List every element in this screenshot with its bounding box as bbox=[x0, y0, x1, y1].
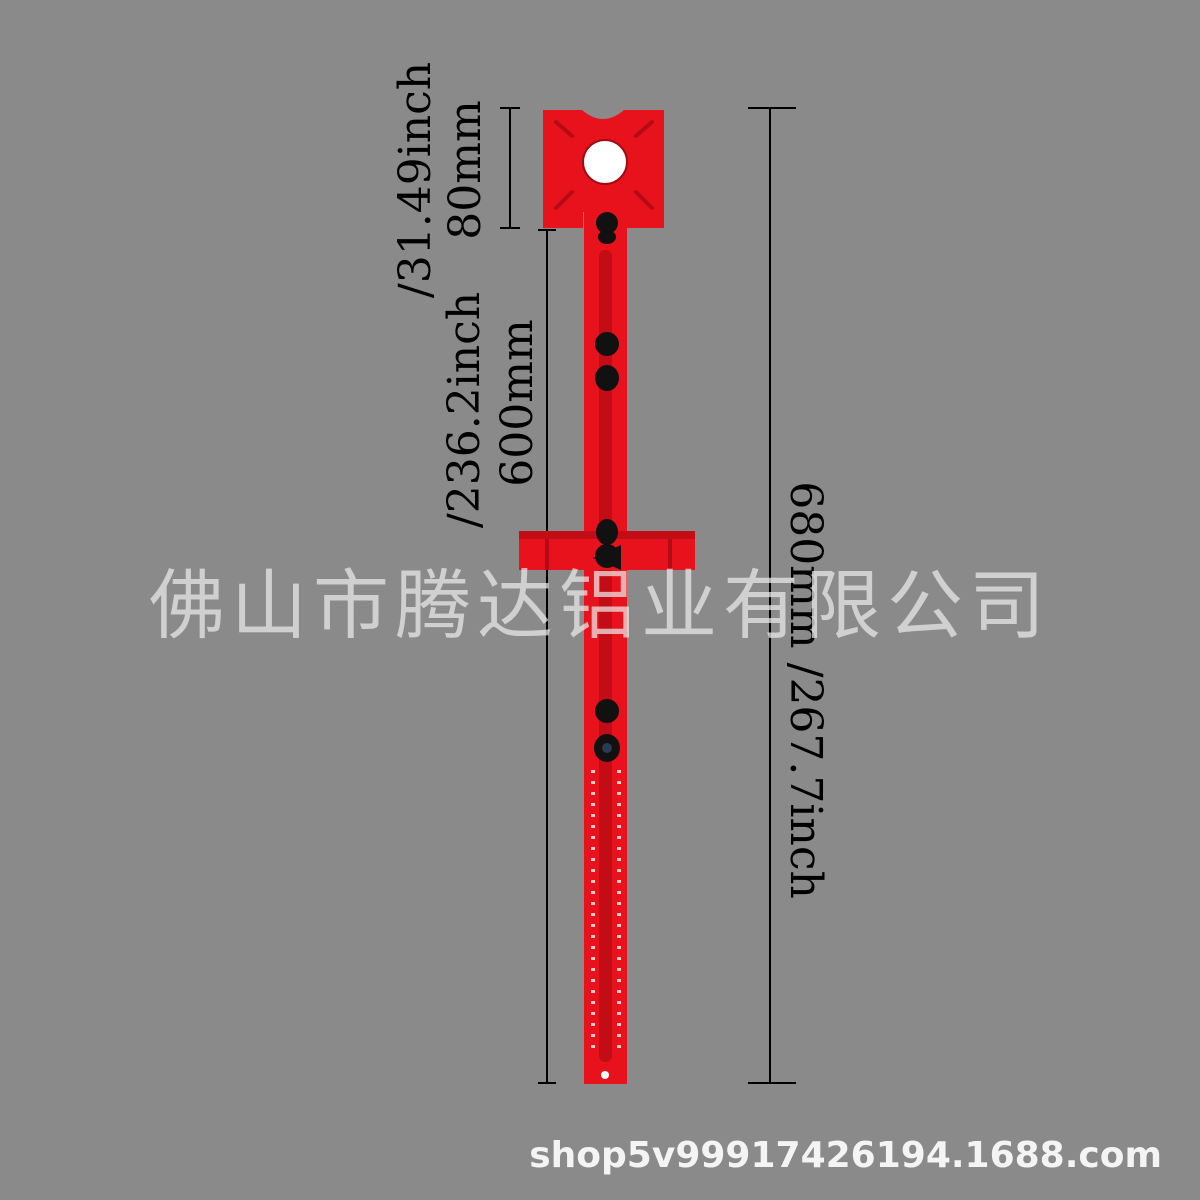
scale-tick bbox=[617, 792, 621, 795]
scale-tick bbox=[617, 781, 621, 784]
scale-tick bbox=[591, 979, 595, 982]
scale-tick bbox=[617, 1045, 621, 1048]
dimension-line-total bbox=[748, 107, 796, 1084]
dimension-label-slot-mm: 600mm bbox=[492, 319, 543, 487]
scale-tick bbox=[591, 869, 595, 872]
scale-tick bbox=[617, 935, 621, 938]
scale-tick bbox=[617, 869, 621, 872]
scale-tick bbox=[591, 770, 595, 773]
scale-tick bbox=[591, 1001, 595, 1004]
knob-5 bbox=[594, 734, 620, 762]
scale-tick bbox=[591, 781, 595, 784]
scale-tick bbox=[617, 979, 621, 982]
scale-tick bbox=[617, 946, 621, 949]
scale-tick bbox=[591, 1045, 595, 1048]
dimension-line-top-plate bbox=[500, 107, 520, 229]
scale-tick bbox=[591, 968, 595, 971]
knob-4 bbox=[595, 699, 619, 723]
scale-tick bbox=[617, 880, 621, 883]
scale-tick bbox=[617, 858, 621, 861]
scale-tick bbox=[591, 803, 595, 806]
scale-tick bbox=[617, 924, 621, 927]
scale-tick bbox=[617, 1034, 621, 1037]
scale-tick bbox=[591, 880, 595, 883]
scale-tick bbox=[617, 1012, 621, 1015]
scale-tick bbox=[591, 792, 595, 795]
scale-tick bbox=[591, 858, 595, 861]
scale-tick bbox=[617, 836, 621, 839]
scale-tick bbox=[617, 957, 621, 960]
scale-tick bbox=[591, 1034, 595, 1037]
scale-tick bbox=[617, 968, 621, 971]
scale-tick bbox=[617, 902, 621, 905]
scale-tick bbox=[617, 1023, 621, 1026]
knob-1 bbox=[596, 212, 618, 244]
knob-3 bbox=[593, 519, 621, 570]
scale-tick bbox=[617, 825, 621, 828]
scale-tick bbox=[591, 990, 595, 993]
scale-tick bbox=[591, 847, 595, 850]
scale-tick bbox=[591, 825, 595, 828]
dimension-line-slot bbox=[538, 229, 556, 1084]
scale-tick bbox=[617, 913, 621, 916]
top-mounting-plate bbox=[543, 110, 664, 228]
scale-tick bbox=[591, 957, 595, 960]
scale-tick bbox=[591, 924, 595, 927]
scale-tick bbox=[591, 902, 595, 905]
scale-tick bbox=[591, 814, 595, 817]
knob-2 bbox=[595, 332, 619, 391]
scale-tick bbox=[617, 814, 621, 817]
scale-ticks bbox=[591, 770, 621, 1048]
shop-url: shop5v99917426194.1688.com bbox=[529, 1135, 1162, 1176]
scale-tick bbox=[591, 1023, 595, 1026]
scale-tick bbox=[591, 946, 595, 949]
scale-tick bbox=[617, 1001, 621, 1004]
dimension-label-top-plate-mm: 80mm bbox=[440, 100, 491, 240]
scale-tick bbox=[591, 935, 595, 938]
scale-tick bbox=[591, 913, 595, 916]
scale-tick bbox=[617, 891, 621, 894]
vertical-slot-bar bbox=[584, 212, 627, 1084]
scale-tick bbox=[617, 803, 621, 806]
dimension-label-total: 680mm /267.7inch bbox=[780, 481, 831, 899]
scale-tick bbox=[591, 836, 595, 839]
dimension-label-top-plate-inch: /31.49inch bbox=[390, 61, 441, 299]
scale-tick bbox=[617, 847, 621, 850]
scale-tick bbox=[591, 891, 595, 894]
company-watermark: 佛山市腾达铝业有限公司 bbox=[149, 561, 1051, 650]
scale-tick bbox=[617, 990, 621, 993]
scale-tick bbox=[617, 770, 621, 773]
scale-tick bbox=[591, 1012, 595, 1015]
dimension-label-slot-inch: /236.2inch bbox=[439, 291, 490, 529]
